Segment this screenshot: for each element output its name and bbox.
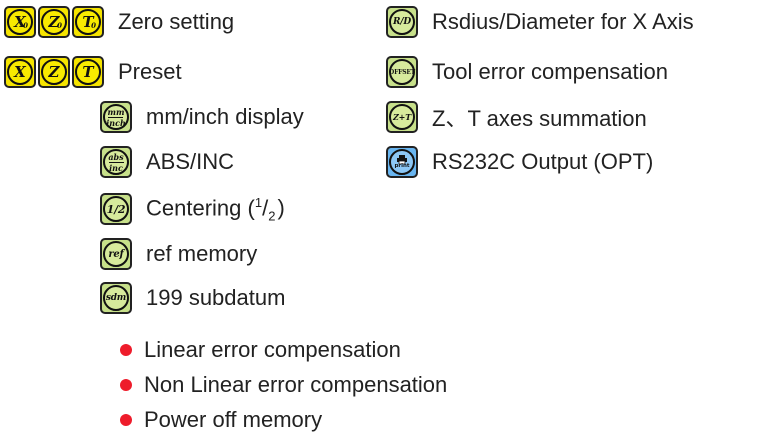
preset-row: X Z T Preset [4,56,182,88]
bullet-item: Linear error compensation [120,337,401,363]
abs-inc-label: ABS/INC [146,149,235,174]
centering-label: Centering (1/2) [146,194,285,224]
bullet-label: Power off memory [144,407,323,432]
printer-glyph-icon [397,154,407,164]
t-preset-icon: T [75,59,101,85]
zt-summation-row: Z+T Z、T axes summation [386,101,647,133]
rs232c-label: RS232C Output (OPT) [432,149,654,174]
x-preset-key[interactable]: X [4,56,36,88]
preset-keys: X Z T [4,56,104,88]
ref-memory-row: ref ref memory [100,238,257,270]
bullet-item: Non Linear error compensation [120,372,447,398]
rd-keys: R/D [386,6,418,38]
x-preset-icon: X [7,59,33,85]
bullet-dot-icon [120,379,132,391]
ref-icon: ref [103,241,129,267]
print-key[interactable]: print [386,146,418,178]
bullet-item: Power off memory [120,407,322,433]
zt-icon: Z+T [389,104,415,130]
radius-diameter-row: R/D Rsdius/Diameter for X Axis [386,6,694,38]
tool-error-row: OFFSET Tool error compensation [386,56,668,88]
subdatum-label: 199 subdatum [146,285,286,310]
rd-icon: R/D [389,9,415,35]
offset-icon: OFFSET [389,59,415,85]
zt-summation-label: Z、T axes summation [432,106,647,131]
bullet-dot-icon [120,414,132,426]
zt-keys: Z+T [386,101,418,133]
zt-key[interactable]: Z+T [386,101,418,133]
printer-icon: print [389,149,415,175]
radius-diameter-label: Rsdius/Diameter for X Axis [432,9,694,34]
subdatum-row: sdm 199 subdatum [100,282,285,314]
offset-key[interactable]: OFFSET [386,56,418,88]
t-preset-key[interactable]: T [72,56,104,88]
zero-setting-label: Zero setting [118,9,235,34]
centering-keys: 1/2 [100,193,132,225]
bullet-dot-icon [120,344,132,356]
z-preset-key[interactable]: Z [38,56,70,88]
sdm-key[interactable]: sdm [100,282,132,314]
sdm-icon: sdm [103,285,129,311]
centering-row: 1/2 Centering (1/2) [100,193,285,225]
rd-key[interactable]: R/D [386,6,418,38]
bullet-label: Non Linear error compensation [144,372,448,397]
sdm-keys: sdm [100,282,132,314]
offset-keys: OFFSET [386,56,418,88]
print-keys: print [386,146,418,178]
ref-memory-label: ref memory [146,241,258,266]
rs232c-row: print RS232C Output (OPT) [386,146,653,178]
mm-inch-label: mm/inch display [146,104,304,129]
ref-keys: ref [100,238,132,270]
ref-key[interactable]: ref [100,238,132,270]
tool-error-label: Tool error compensation [432,59,669,84]
z-preset-icon: Z [41,59,67,85]
half-icon: 1/2 [103,196,129,222]
preset-label: Preset [118,59,182,84]
bullet-label: Linear error compensation [144,337,401,362]
centering-key[interactable]: 1/2 [100,193,132,225]
